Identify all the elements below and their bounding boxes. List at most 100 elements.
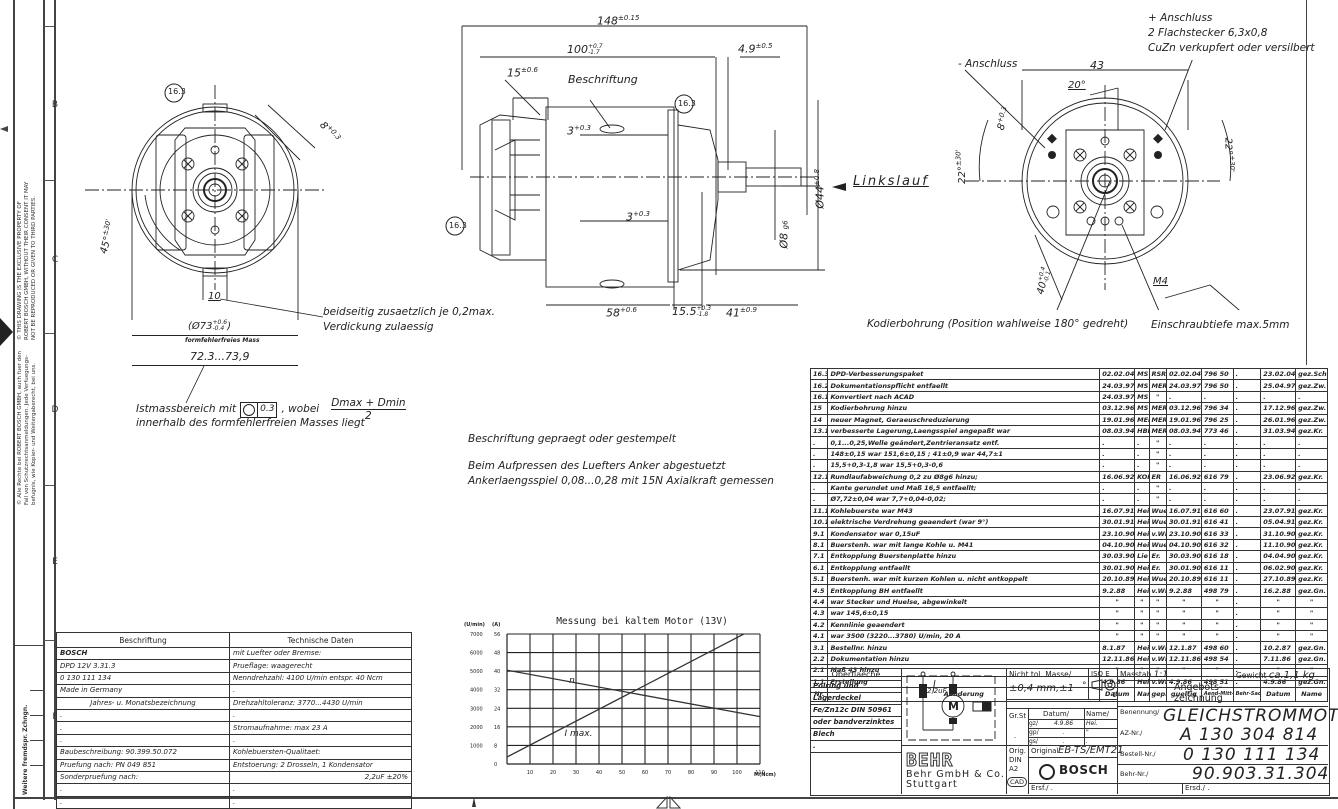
revision-cell: MS (1134, 367, 1150, 381)
gr-st-label: Gr.St (1009, 712, 1027, 720)
revision-row: .Kante gerundet und Maß 16,5 entfaellt;.… (809, 481, 1328, 495)
revision-cell: " (1099, 595, 1136, 609)
revision-cell: gez.Kr. (1295, 538, 1328, 552)
revision-cell: . (1134, 436, 1150, 449)
revision-cell: HBM (1134, 424, 1150, 438)
az-label: AZ-Nr./ (1120, 729, 1143, 737)
doc-type: Angebots-zeichnung (1174, 682, 1223, 704)
dim-width-43: 43 (1090, 59, 1104, 72)
dim-diameter-73: (Ø73+0.6-0.4) (188, 319, 231, 333)
revision-cell: 23.10.90 (1165, 527, 1202, 540)
revision-cell: " (1165, 595, 1202, 609)
dim-flange-15: 15±0.6 (507, 66, 538, 80)
revision-cell: " (1295, 618, 1328, 632)
revision-cell: . (1165, 493, 1202, 506)
spec-cell-marking: . (56, 733, 230, 748)
series-line-speed (506, 669, 761, 718)
dim-caption: formfehlerfreies Mass (185, 337, 260, 344)
zone-label: F (52, 712, 58, 722)
revision-cell: . (1134, 481, 1150, 495)
revision-cell: . (809, 447, 829, 461)
revision-cell: " (1295, 664, 1328, 677)
tolerance-value: ±0,4 mm,±1 (1009, 683, 1074, 694)
revision-cell: Wue. (1148, 573, 1167, 586)
dim-len-58: 58+0.6 (606, 306, 637, 320)
revision-cell: neuer Magnet, Geraeuschreduzierung (827, 413, 1101, 426)
revision-cell: " (1165, 618, 1202, 632)
revision-cell: 2.1 (809, 664, 829, 677)
capacitor-label: 2,2uF (927, 687, 947, 695)
revision-cell: " (1134, 618, 1150, 632)
side-label: Weitere fremdspr. Zchngn. (22, 704, 29, 795)
revision-cell: . (1232, 413, 1262, 426)
revision-cell: 11.10.90 (1260, 538, 1297, 552)
revision-cell: war 145,6±0,15 (827, 607, 1101, 620)
revision-cell: 9.1 (809, 527, 829, 540)
scale-label: Masstab 1:1 (1120, 670, 1169, 680)
center-mark-icon (0, 126, 8, 132)
revision-cell: " (1148, 459, 1167, 472)
approval-name: " (1086, 729, 1089, 736)
bosch-armature-icon (1039, 764, 1055, 780)
revision-cell: " (1200, 629, 1234, 643)
revision-cell: " (1148, 664, 1167, 677)
x-tick-label: 100 (732, 770, 742, 776)
revision-cell: Kohlebuerste war M43 (827, 504, 1101, 518)
revision-cell: 23.10.90 (1099, 527, 1136, 540)
revision-cell: gez.Kr. (1295, 504, 1328, 518)
revision-cell: 30.01.90 (1099, 561, 1136, 575)
revision-row: .0,1...0,25,Welle geändert,Zentrieransat… (809, 436, 1328, 449)
revision-cell: . (1232, 573, 1262, 586)
iso-label: ISO E (1091, 670, 1110, 678)
revision-cell: " (1134, 629, 1150, 643)
approval-date: . (1062, 738, 1065, 745)
revision-cell: 498 54 (1200, 652, 1234, 666)
y-tick-label-amp: 56 (494, 632, 500, 638)
dim-angle-20: 20° (1068, 80, 1086, 91)
revision-cell: 796 34 (1200, 402, 1234, 415)
motor-schematic (906, 671, 996, 741)
revision-cell: 7.11.86 (1260, 652, 1297, 666)
approval-role: gs/ (1029, 738, 1038, 745)
dim-len-41: 41±0.9 (726, 306, 757, 320)
revision-cell: . (1232, 550, 1262, 563)
revision-cell: . (1200, 390, 1234, 404)
revision-cell: " (1295, 607, 1328, 620)
revision-cell: Wue. (1148, 516, 1167, 529)
x-tick-label: 80 (688, 770, 694, 776)
tolerance-mark: ° (1082, 681, 1087, 691)
revision-cell: . (1200, 481, 1234, 495)
revision-cell: " (1295, 629, 1328, 643)
revision-cell: . (1200, 493, 1234, 506)
revision-cell: 498 60 (1200, 641, 1234, 654)
note-embossed: Beschriftung gepraegt oder gestempelt (468, 433, 676, 445)
revision-cell: gez.Zw. (1295, 402, 1328, 415)
dim-shaft-8: Ø8 g6 (777, 220, 791, 249)
revision-cell: 4.2 (809, 618, 829, 632)
revision-cell: 7.1 (809, 550, 829, 563)
y-tick-label-zero: 0 (494, 762, 497, 768)
revision-cell: 498 51 (1200, 675, 1234, 688)
revision-cell: 616 18 (1200, 550, 1234, 563)
spec-cell-marking: . (56, 795, 230, 809)
note-istmass-line2: innerhalb des formfehlerfreien Masses li… (136, 417, 365, 429)
revision-cell: v.Wi (1148, 675, 1167, 688)
revision-cell: 03.12.96 (1099, 402, 1136, 415)
revision-cell: . (1232, 402, 1262, 415)
title-block (810, 668, 1330, 796)
revision-cell: gez.Gn. (1295, 675, 1328, 688)
x-tick-label: 90 (711, 770, 717, 776)
revision-cell: 3.1 (809, 641, 829, 654)
torque-chart: Messung bei kaltem Motor (13V)(U/min)(A)… (464, 616, 776, 778)
zone-divider (44, 26, 54, 27)
note-side-thickening: beidseitig zusaetzlich je 0,2max.Verdick… (323, 306, 495, 333)
revision-cell: 616 11 (1200, 573, 1234, 586)
tolerance-label: Nicht tol. Masse/ (1009, 670, 1072, 679)
surface-row: . (811, 741, 901, 753)
